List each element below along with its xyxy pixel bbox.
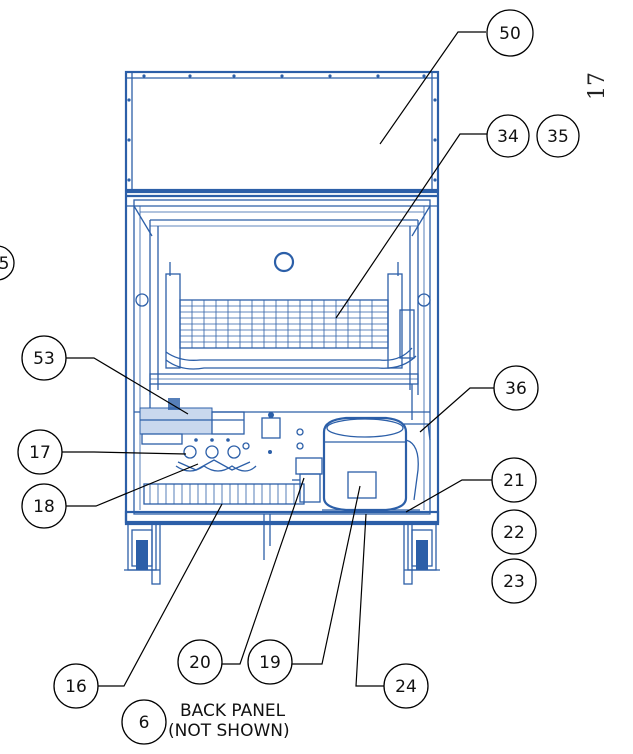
svg-text:19: 19 xyxy=(259,653,281,673)
callout-17: 17 xyxy=(17,429,63,475)
callout-50: 50 xyxy=(486,9,534,57)
right-caster xyxy=(403,523,440,585)
svg-text:23: 23 xyxy=(503,572,525,592)
cabinet-frame xyxy=(124,190,440,524)
svg-text:36: 36 xyxy=(505,379,527,399)
water-inlet-port xyxy=(273,251,295,273)
top-cover-panel xyxy=(124,70,440,192)
callout-23: 23 xyxy=(491,558,537,604)
svg-text:24: 24 xyxy=(395,677,417,697)
svg-text:53: 53 xyxy=(33,349,55,369)
callout-19: 19 xyxy=(247,639,293,685)
svg-text:20: 20 xyxy=(189,653,211,673)
callout-34: 34 xyxy=(486,114,530,158)
note-line-1: BACK PANEL xyxy=(180,701,286,721)
svg-text:22: 22 xyxy=(503,523,525,543)
callout-53: 53 xyxy=(21,335,67,381)
svg-text:50: 50 xyxy=(499,24,521,44)
top-cover-screws xyxy=(127,74,437,182)
callout-6: 6 xyxy=(121,699,167,745)
base-rail xyxy=(124,510,440,526)
callout-36: 36 xyxy=(493,365,539,411)
svg-text:18: 18 xyxy=(33,497,55,517)
note-line-2: (NOT SHOWN) xyxy=(168,721,290,741)
control-box xyxy=(139,398,245,445)
ice-machine-rear-view xyxy=(124,70,440,585)
svg-text:16: 16 xyxy=(65,677,87,697)
svg-text:35: 35 xyxy=(547,127,569,147)
condenser-coil xyxy=(143,483,305,505)
callout-16: 16 xyxy=(53,663,99,709)
capacitor xyxy=(299,473,321,503)
callout-20: 20 xyxy=(177,639,223,685)
compressor xyxy=(322,416,431,512)
svg-text:17: 17 xyxy=(29,443,51,463)
callout-22: 22 xyxy=(491,509,537,555)
svg-text:34: 34 xyxy=(497,127,519,147)
left-caster xyxy=(124,523,161,585)
callout-21: 21 xyxy=(491,457,537,503)
callout-35: 35 xyxy=(536,114,580,158)
callout-24: 24 xyxy=(383,663,429,709)
electrical-components xyxy=(242,412,323,503)
svg-text:21: 21 xyxy=(503,471,525,491)
back-panel-note: BACK PANEL (NOT SHOWN) xyxy=(168,701,290,741)
svg-text:5: 5 xyxy=(0,254,9,274)
page-number: 17 xyxy=(585,72,610,100)
evaporator-assembly xyxy=(165,262,417,370)
leader-lines xyxy=(62,31,494,687)
svg-text:6: 6 xyxy=(139,713,150,733)
callout-5: 5 xyxy=(0,245,15,281)
callout-18: 18 xyxy=(21,483,67,529)
